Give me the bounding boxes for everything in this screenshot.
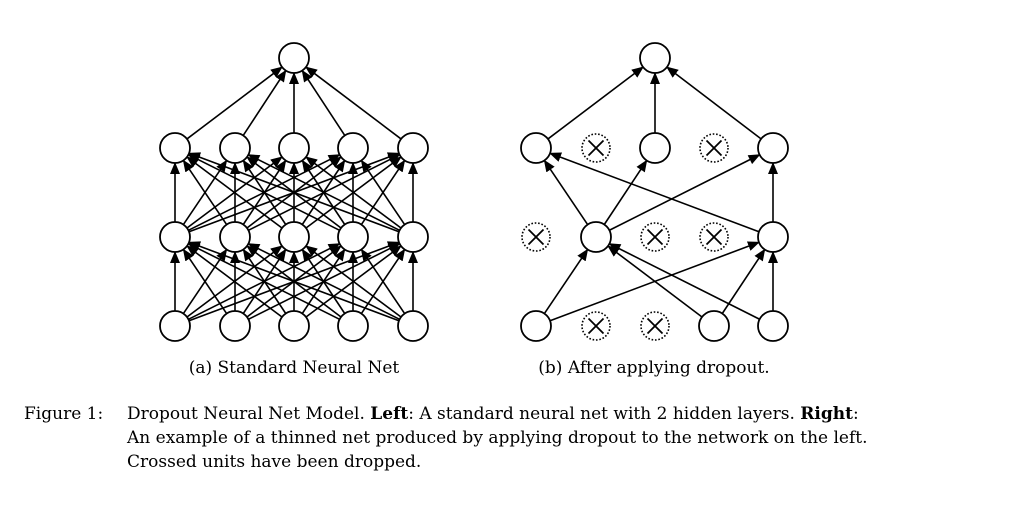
connection-arrow (242, 69, 287, 136)
connection-arrow (608, 243, 760, 320)
hidden-unit (639, 132, 671, 164)
net-b-units (520, 42, 789, 342)
connection-arrow (188, 152, 400, 233)
connection-arrow (547, 66, 644, 140)
connection-arrow (603, 159, 648, 225)
connection-arrow (360, 159, 406, 226)
net-a-units (159, 42, 429, 342)
hidden-unit (278, 132, 310, 164)
connection-arrow (305, 66, 402, 140)
figure-label: Figure 1: (24, 404, 104, 424)
caption-right-bold: Right (800, 404, 853, 424)
connection-arrow (543, 248, 589, 315)
dropped-unit (581, 311, 611, 341)
hidden-unit (219, 221, 251, 253)
input-unit (219, 310, 251, 342)
connection-arrow (187, 153, 340, 232)
caption-line-1: Dropout Neural Net Model. Left: A standa… (127, 402, 947, 426)
dropout-net-diagram (520, 42, 789, 342)
net-b-connections (543, 66, 778, 322)
net-a-connections (170, 66, 418, 322)
input-unit (397, 310, 429, 342)
connection-arrow (182, 159, 228, 226)
connection-arrow (305, 156, 402, 229)
connection-arrow (186, 245, 283, 318)
connection-arrow (301, 69, 346, 136)
hidden-unit (278, 221, 310, 253)
caption-right-colon: : (852, 404, 859, 424)
hidden-unit (757, 132, 789, 164)
standard-neural-net-diagram (159, 42, 429, 342)
hidden-unit (159, 221, 191, 253)
connection-arrow (247, 153, 400, 232)
hidden-unit (520, 132, 552, 164)
connection-arrow (543, 159, 589, 226)
connection-arrow (721, 248, 766, 314)
hidden-unit (580, 221, 612, 253)
subcaption-b: (b) After applying dropout. (538, 358, 769, 378)
connection-arrow (609, 154, 761, 231)
dropped-unit (640, 311, 670, 341)
input-unit (337, 310, 369, 342)
caption-left-bold: Left (370, 404, 409, 424)
input-unit (278, 310, 310, 342)
caption-left-text: : A standard neural net with 2 hidden la… (408, 404, 795, 424)
hidden-unit (159, 132, 191, 164)
connection-arrow (607, 245, 703, 318)
output-unit (639, 42, 671, 74)
dropped-unit (521, 222, 551, 252)
caption-line-3: Crossed units have been dropped. (127, 452, 422, 472)
dropped-unit (581, 133, 611, 163)
connection-arrow (182, 248, 228, 315)
dropped-unit (640, 222, 670, 252)
caption-part1: Dropout Neural Net Model. (127, 404, 365, 424)
connection-arrow (360, 248, 406, 315)
connection-arrow (549, 152, 760, 233)
input-unit (159, 310, 191, 342)
caption-line-2: An example of a thinned net produced by … (127, 428, 868, 448)
dropped-unit (699, 222, 729, 252)
input-unit (520, 310, 552, 342)
output-unit (278, 42, 310, 74)
connection-arrow (186, 66, 283, 140)
connection-arrow (305, 245, 402, 318)
hidden-unit (337, 132, 369, 164)
hidden-unit (337, 221, 369, 253)
connection-arrow (186, 156, 283, 229)
hidden-unit (219, 132, 251, 164)
dropped-unit (699, 133, 729, 163)
connection-arrow (666, 66, 762, 140)
connection-arrow (247, 242, 400, 321)
connection-arrow (187, 242, 340, 321)
hidden-unit (397, 132, 429, 164)
figure-caption: Figure 1: Dropout Neural Net Model. Left… (24, 402, 984, 474)
hidden-unit (397, 221, 429, 253)
input-unit (698, 310, 730, 342)
input-unit (757, 310, 789, 342)
subcaption-a: (a) Standard Neural Net (189, 358, 400, 378)
hidden-unit (757, 221, 789, 253)
caption-body: Dropout Neural Net Model. Left: A standa… (127, 402, 947, 474)
connection-arrow (188, 241, 400, 322)
